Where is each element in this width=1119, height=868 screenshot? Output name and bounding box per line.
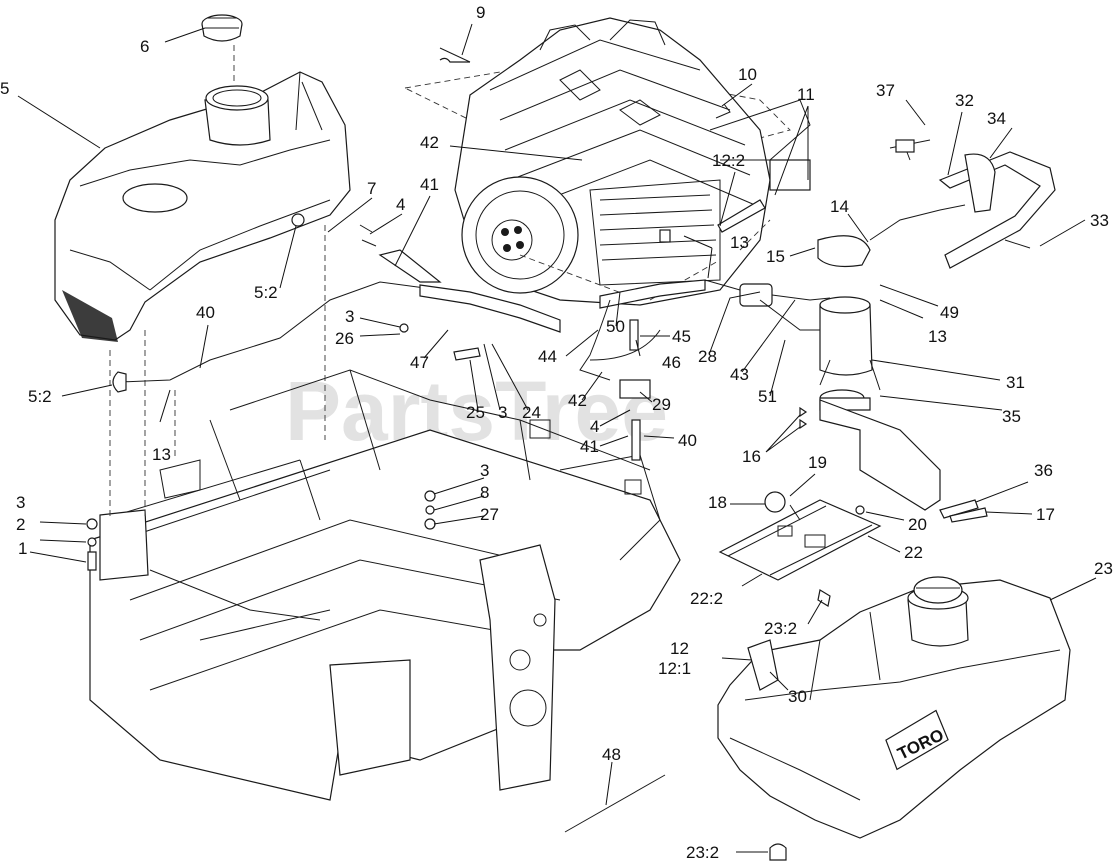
callout-9: 9: [476, 3, 485, 22]
callout-8: 8: [480, 483, 489, 502]
callout-22: 22: [904, 543, 923, 562]
callout-50: 50: [606, 317, 625, 336]
callout-20: 20: [908, 515, 927, 534]
callout-44: 44: [538, 347, 557, 366]
callout-43: 43: [730, 365, 749, 384]
callout-13-filter: 13: [928, 327, 947, 346]
callout-23-2-top: 23:2: [764, 619, 797, 638]
callout-14: 14: [830, 197, 849, 216]
callout-37: 37: [876, 81, 895, 100]
callout-3-left: 3: [16, 493, 25, 512]
callout-31: 31: [1006, 373, 1025, 392]
callout-47: 47: [410, 353, 429, 372]
callout-46: 46: [662, 353, 681, 372]
callout-49: 49: [940, 303, 959, 322]
frame: [89, 225, 681, 801]
callout-45: 45: [672, 327, 691, 346]
callout-3-top: 3: [345, 307, 354, 326]
fasteners: [86, 57, 1031, 861]
callout-36: 36: [1034, 461, 1053, 480]
callout-12-2-top: 12:2: [712, 151, 745, 170]
callout-16: 16: [742, 447, 761, 466]
callout-18: 18: [708, 493, 727, 512]
callout-labels: 9 6 10 11 37 32 34 5 42 12:2 7 41 4 14 3…: [0, 3, 1113, 862]
callout-3-frame: 3: [480, 461, 489, 480]
callout-12-1: 12:1: [658, 659, 691, 678]
callout-12: 12: [670, 639, 689, 658]
left-fuel-tank: [54, 71, 351, 342]
callout-34: 34: [987, 109, 1006, 128]
callout-29: 29: [652, 395, 671, 414]
callout-17: 17: [1036, 505, 1055, 524]
callout-26: 26: [335, 329, 354, 348]
callout-24: 24: [522, 403, 541, 422]
callout-27: 27: [480, 505, 499, 524]
callout-25: 25: [466, 403, 485, 422]
callout-1: 1: [18, 539, 27, 558]
callout-33: 33: [1090, 211, 1109, 230]
callout-2: 2: [16, 515, 25, 534]
callout-41-lower: 41: [580, 437, 599, 456]
callout-30: 30: [788, 687, 807, 706]
watermark: PartsTree: [285, 364, 668, 458]
callout-41-top: 41: [420, 175, 439, 194]
callout-22-2: 22:2: [690, 589, 723, 608]
callout-42-lower: 42: [568, 391, 587, 410]
callout-48: 48: [602, 745, 621, 764]
right-fuel-tank: TORO: [717, 576, 1071, 839]
callout-11: 11: [797, 85, 815, 104]
leader-lines: [17, 23, 1097, 853]
hoses: [112, 47, 1056, 511]
callout-7: 7: [367, 179, 376, 198]
callout-32: 32: [955, 91, 974, 110]
callout-13-left: 13: [152, 445, 171, 464]
callout-40-hose: 40: [196, 303, 215, 322]
engine: [403, 17, 791, 306]
callout-15: 15: [766, 247, 785, 266]
callout-4-top: 4: [396, 195, 405, 214]
callout-5-2-tank: 5:2: [254, 283, 278, 302]
callout-3-mid: 3: [498, 403, 507, 422]
callout-5: 5: [0, 79, 9, 98]
fuel-cap-6: [201, 14, 243, 42]
control-plate: [718, 491, 882, 581]
callout-4-lower: 4: [590, 417, 599, 436]
callout-19: 19: [808, 453, 827, 472]
callout-42-engine: 42: [420, 133, 439, 152]
callout-51: 51: [758, 387, 777, 406]
callout-10: 10: [738, 65, 757, 84]
callout-13-top: 13: [730, 233, 749, 252]
callout-35: 35: [1002, 407, 1021, 426]
callout-23-2-bottom: 23:2: [686, 843, 719, 862]
callout-28: 28: [698, 347, 717, 366]
callout-5-2-left: 5:2: [28, 387, 52, 406]
callout-40-lower: 40: [678, 431, 697, 450]
callout-23-tank: 23: [1094, 559, 1113, 578]
callout-6: 6: [140, 37, 149, 56]
